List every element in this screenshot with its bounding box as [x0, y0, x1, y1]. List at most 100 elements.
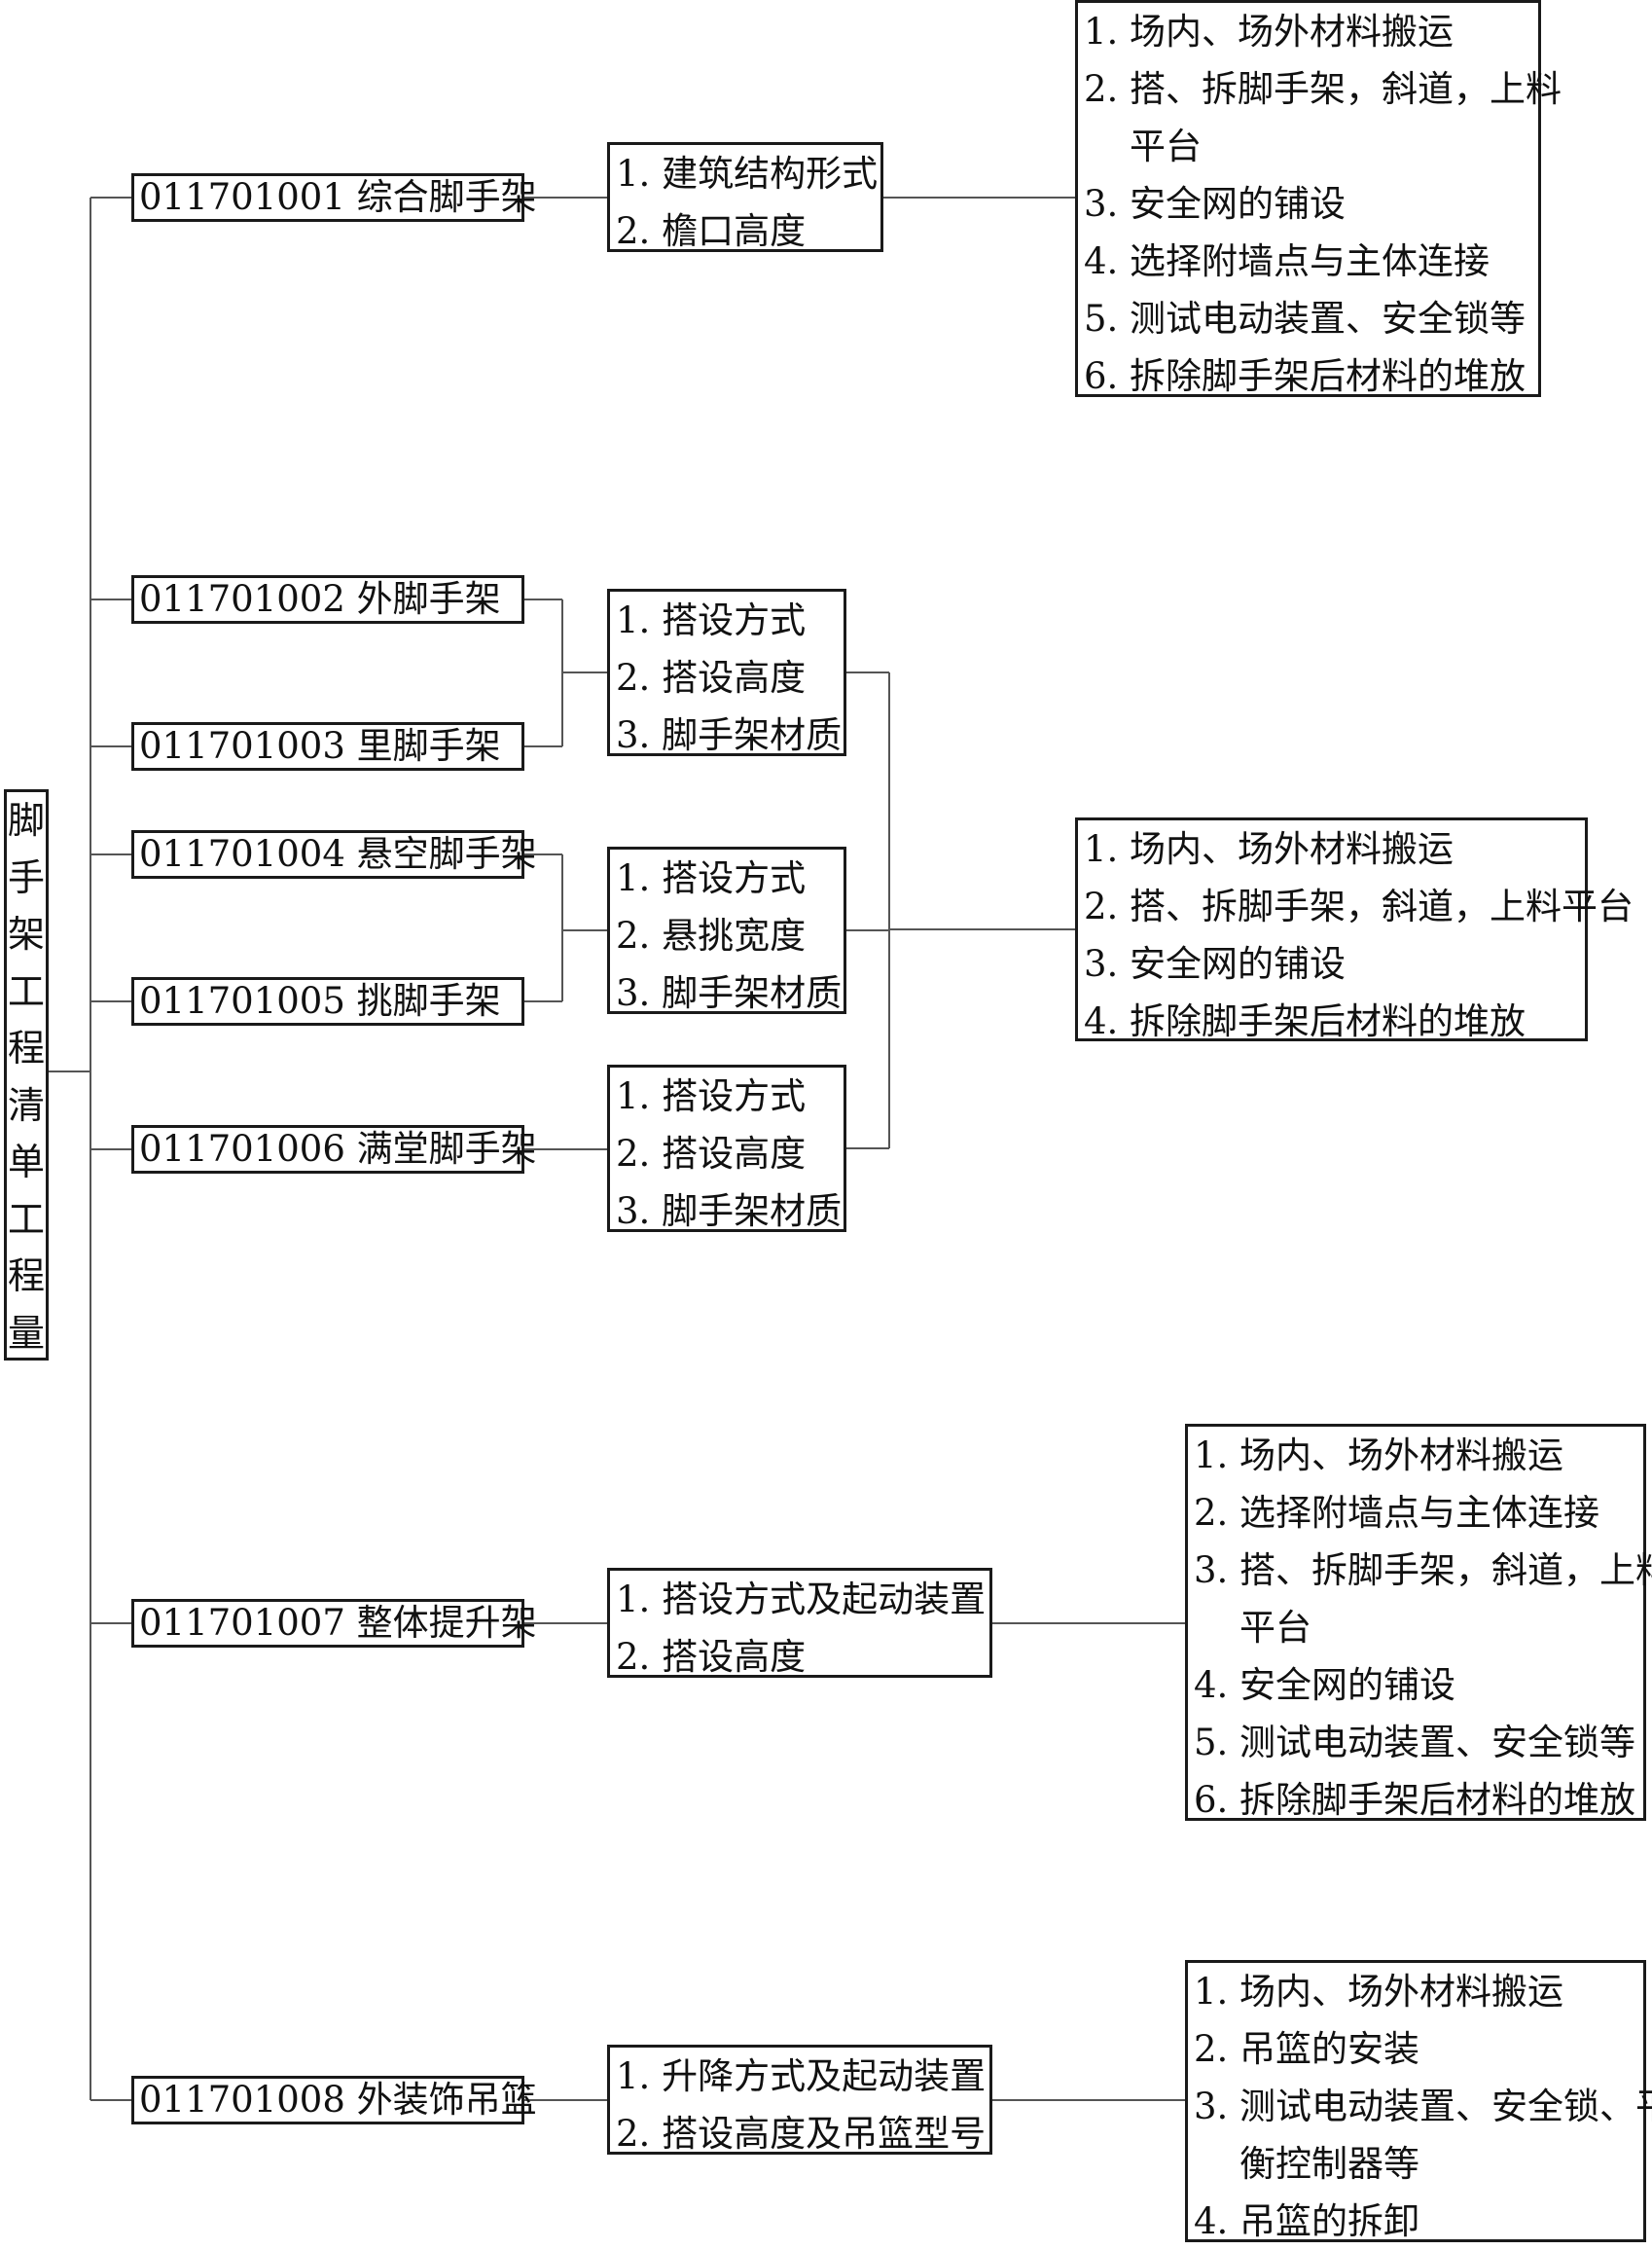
item-box-011701008: 011701008 外装饰吊篮 [131, 2076, 537, 2124]
work-item-text: 搭、拆脚手架，斜道，上料 [1239, 1549, 1652, 1591]
item-box-011701005: 011701005 挑脚手架 [131, 977, 524, 1026]
feature-item: 1. 搭设方式 [616, 1075, 807, 1117]
feature-item: 3. 脚手架材质 [616, 972, 843, 1014]
work-item: 6.拆除脚手架后材料的堆放 [1194, 1771, 1637, 1829]
root-label-char: 量 [7, 1311, 45, 1355]
root-box: 脚手架工程清单工程量 [4, 789, 49, 1361]
feature-item: 1. 搭设方式 [616, 599, 807, 641]
work-item-text: 搭、拆脚手架，斜道，上料平台 [1130, 886, 1634, 927]
work-item-number: 3. [1084, 183, 1119, 225]
feature-item: 2. 檐口高度 [616, 210, 807, 252]
work-item: 2.搭、拆脚手架，斜道，上料 [1084, 60, 1562, 118]
work-item: 2. 搭、拆脚手架，斜道，上料平台 [1084, 878, 1634, 935]
work-item-number: 6. [1194, 1779, 1229, 1821]
work-item-number: 4. [1084, 1000, 1119, 1042]
item-name: 挑脚手架 [356, 980, 501, 1022]
item-box-011701003: 011701003 里脚手架 [131, 722, 524, 771]
root-label-char: 程 [7, 1254, 45, 1297]
work-item: 3. 安全网的铺设 [1084, 935, 1579, 993]
work-item-continuation: 平台 [1084, 118, 1532, 175]
work-item-text: 拆除脚手架后材料的堆放 [1130, 1000, 1526, 1042]
feature-item: 1. 升降方式及起动装置 [616, 2055, 987, 2097]
work-item: 5.测试电动装置、安全锁等 [1084, 290, 1532, 347]
work-item: 1. 场内、场外材料搬运 [1084, 820, 1579, 878]
item-box-011701001: 011701001 综合脚手架 [131, 173, 537, 222]
work-item-number: 4. [1084, 240, 1119, 282]
work-item-text: 场内、场外材料搬运 [1239, 1971, 1563, 2013]
item-name: 整体提升架 [356, 1602, 537, 1644]
item-box-011701007: 011701007 整体提升架 [131, 1599, 537, 1648]
work-item-continuation: 平台 [1194, 1599, 1637, 1656]
work-item: 6. 拆除脚手架后材料的堆放 [1084, 347, 1532, 405]
work-item-number: 3. [1194, 1549, 1229, 1591]
work-item: 1. 场内、场外材料搬运 [1084, 3, 1532, 60]
work-item-number: 2. [1084, 886, 1119, 927]
work-item-text: 安全网的铺设 [1239, 1664, 1455, 1706]
work-item: 4.安全网的铺设 [1194, 1656, 1637, 1714]
root-label-char: 工 [7, 1197, 45, 1241]
work-item: 3. 安全网的铺设 [1084, 175, 1532, 233]
feature-item: 2. 搭设高度 [616, 1636, 807, 1678]
work-item-number: 3. [1194, 2086, 1229, 2127]
root-label-char: 单 [7, 1141, 45, 1183]
work-item-text: 场内、场外材料搬运 [1239, 1434, 1563, 1476]
work-item: 1.场内、场外材料搬运 [1194, 1427, 1637, 1484]
work-item-number: 5. [1084, 298, 1119, 340]
item-code: 011701005 [139, 980, 345, 1022]
work-item: 2.吊篮的安装 [1194, 2020, 1637, 2078]
work-item-number: 6. [1084, 355, 1119, 397]
work-item-number: 2. [1194, 2028, 1229, 2070]
work-item-text-cont: 衡控制器等 [1239, 2143, 1419, 2185]
work-item: 2.选择附墙点与主体连接 [1194, 1484, 1637, 1542]
item-name: 外脚手架 [356, 578, 501, 620]
work-item-text: 测试电动装置、安全锁、平 [1239, 2086, 1652, 2127]
feature-item: 1. 搭设方式 [616, 857, 807, 899]
item-code: 011701006 [139, 1128, 345, 1170]
item-code: 011701004 [139, 833, 345, 875]
feature-item: 1. 建筑结构形式 [616, 153, 879, 195]
feature-item: 2. 搭设高度及吊篮型号 [616, 2113, 987, 2155]
root-label-char: 程 [7, 1027, 45, 1070]
work-item-number: 3. [1084, 943, 1119, 985]
root-label-char: 脚 [7, 799, 45, 842]
item-code: 011701008 [139, 2079, 345, 2121]
root-label-char: 架 [7, 913, 45, 956]
item-code: 011701002 [139, 578, 345, 620]
feature-item: 2. 搭设高度 [616, 657, 807, 699]
work-item-text: 安全网的铺设 [1130, 943, 1346, 985]
item-box-011701006: 011701006 满堂脚手架 [131, 1125, 537, 1174]
work-item: 3.测试电动装置、安全锁、平 [1194, 2078, 1652, 2135]
item-name: 满堂脚手架 [356, 1128, 537, 1170]
work-item-text: 场内、场外材料搬运 [1130, 11, 1454, 53]
work-item-text: 吊篮的拆卸 [1239, 2200, 1419, 2242]
work-item-number: 1. [1084, 828, 1119, 870]
work-item-number: 5. [1194, 1722, 1229, 1763]
work-box-2: 1. 场内、场外材料搬运 2. 搭、拆脚手架，斜道，上料平台 3. 安全网的铺设 4. 拆除脚… [1075, 817, 1634, 1042]
work-item-text: 拆除脚手架后材料的堆放 [1130, 355, 1526, 397]
work-item: 4.选择附墙点与主体连接 [1084, 233, 1532, 290]
work-item-text: 测试电动装置、安全锁等 [1239, 1722, 1635, 1763]
work-item-text: 场内、场外材料搬运 [1130, 828, 1454, 870]
work-item: 4. 拆除脚手架后材料的堆放 [1084, 993, 1579, 1050]
work-item-number: 1. [1194, 1971, 1229, 2013]
root-label-char: 工 [7, 969, 45, 1013]
work-item: 1.场内、场外材料搬运 [1194, 1963, 1637, 2020]
item-name: 悬空脚手架 [356, 833, 537, 875]
work-item-continuation: 衡控制器等 [1194, 2135, 1637, 2193]
work-item: 4.吊篮的拆卸 [1194, 2193, 1637, 2250]
work-item-text: 安全网的铺设 [1130, 183, 1346, 225]
item-name: 外装饰吊篮 [356, 2079, 537, 2121]
work-item: 5.测试电动装置、安全锁等 [1194, 1714, 1637, 1771]
work-item-number: 1. [1084, 11, 1119, 53]
work-item-text-cont: 平台 [1130, 126, 1202, 167]
item-name: 里脚手架 [356, 725, 501, 767]
feature-item: 2. 搭设高度 [616, 1133, 807, 1175]
work-item-text: 搭、拆脚手架，斜道，上料 [1130, 68, 1562, 110]
